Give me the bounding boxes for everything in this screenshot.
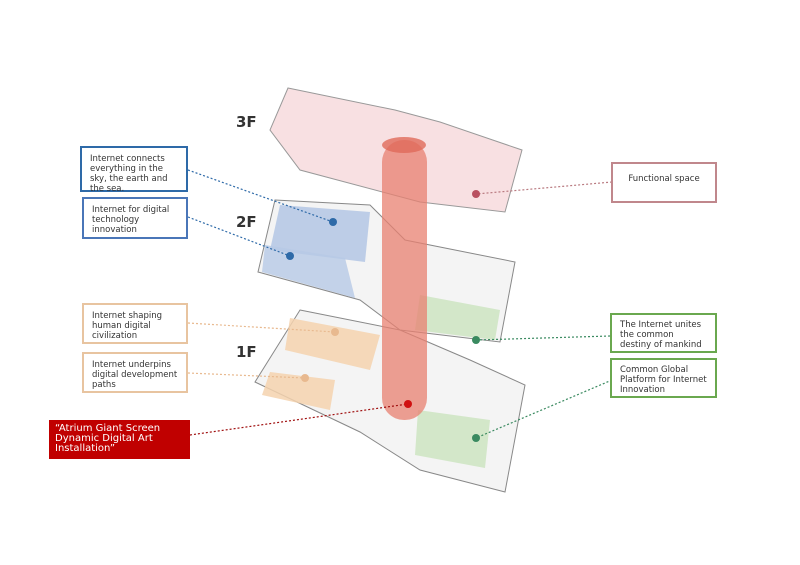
label-atrium: “Atrium Giant Screen Dynamic Digital Art… (49, 420, 190, 459)
floor-label-2f: 2F (236, 213, 257, 231)
label-sky-earth-sea: Internet connects everything in the sky,… (80, 146, 188, 194)
atrium-column (382, 140, 427, 420)
label-digital-civilization: Internet shaping human digital civilizat… (82, 303, 188, 344)
floor-label-3f: 3F (236, 113, 257, 131)
label-global-platform: Common Global Platform for Internet Inno… (610, 358, 717, 398)
leader-lines (187, 169, 613, 439)
floor-label-1f: 1F (236, 343, 257, 361)
label-development-paths: Internet underpins digital development p… (82, 352, 188, 393)
label-digital-tech: Internet for digital technology innovati… (82, 197, 188, 239)
label-functional-space: Functional space (611, 162, 717, 203)
marker-dots (286, 190, 480, 442)
label-common-destiny: The Internet unites the common destiny o… (610, 313, 717, 353)
